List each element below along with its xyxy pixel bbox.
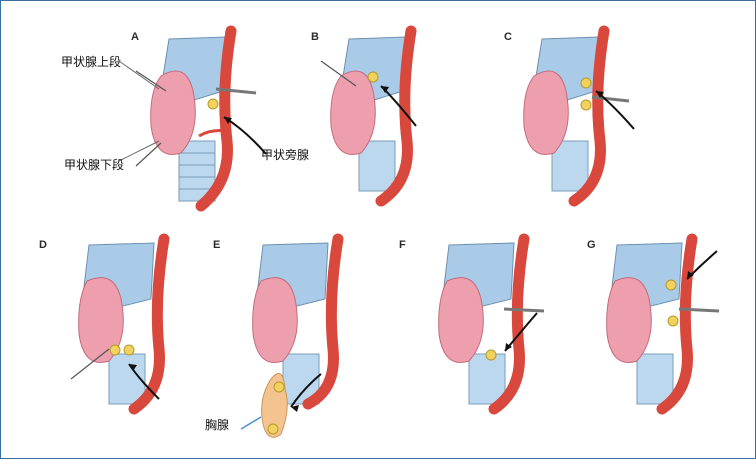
panel-letter: G	[587, 239, 596, 251]
carotid-artery	[195, 25, 237, 212]
neck-anatomy-illustration	[135, 25, 267, 212]
pointer-arrow	[290, 373, 322, 408]
neck-anatomy-illustration	[606, 233, 720, 415]
panel-letter: C	[504, 31, 512, 43]
parathyroid-gland	[123, 344, 135, 356]
neck-anatomy-illustration	[240, 233, 344, 438]
panel-letter: A	[131, 31, 139, 43]
panel-c: C	[504, 25, 674, 251]
parathyroid-gland	[109, 344, 121, 356]
parathyroid-gland	[273, 381, 285, 393]
panel-f: F	[399, 233, 569, 459]
parathyroid-gland	[367, 71, 379, 83]
parathyroid-gland	[267, 423, 279, 435]
neck-anatomy-illustration	[523, 25, 635, 207]
panel-d: D	[39, 233, 209, 459]
thyroid-lobe	[150, 70, 196, 155]
parathyroid-gland	[580, 77, 592, 89]
neck-anatomy-illustration	[438, 233, 545, 415]
panel-e: E	[213, 233, 383, 459]
panel-letter: F	[399, 239, 406, 251]
panel-letter: E	[213, 239, 221, 251]
panel-letter: B	[311, 31, 319, 43]
parathyroid-gland	[667, 315, 679, 327]
upper-pole-label: 甲状腺上段	[61, 55, 122, 69]
thymus-label: 胸腺	[205, 418, 230, 432]
lower-pole-label: 甲状腺下段	[64, 158, 125, 172]
parathyroid-gland	[485, 349, 497, 361]
parathyroid-gland	[665, 279, 677, 291]
panel-a: A	[131, 25, 301, 251]
neck-anatomy-illustration	[70, 233, 170, 415]
retractor	[135, 142, 162, 167]
thyroid-artery	[198, 129, 228, 138]
panel-b: B	[311, 25, 481, 251]
parathyroid-gland	[580, 99, 592, 111]
panel-g: G	[587, 233, 756, 459]
neck-anatomy-illustration	[320, 25, 417, 207]
parathyroid-gland	[207, 98, 219, 110]
forceps	[215, 87, 257, 95]
thymus-pointer-arrow	[240, 416, 262, 430]
panel-letter: D	[39, 239, 47, 251]
parathyroid-label: 甲状旁腺	[261, 148, 310, 162]
retractor	[135, 70, 167, 92]
